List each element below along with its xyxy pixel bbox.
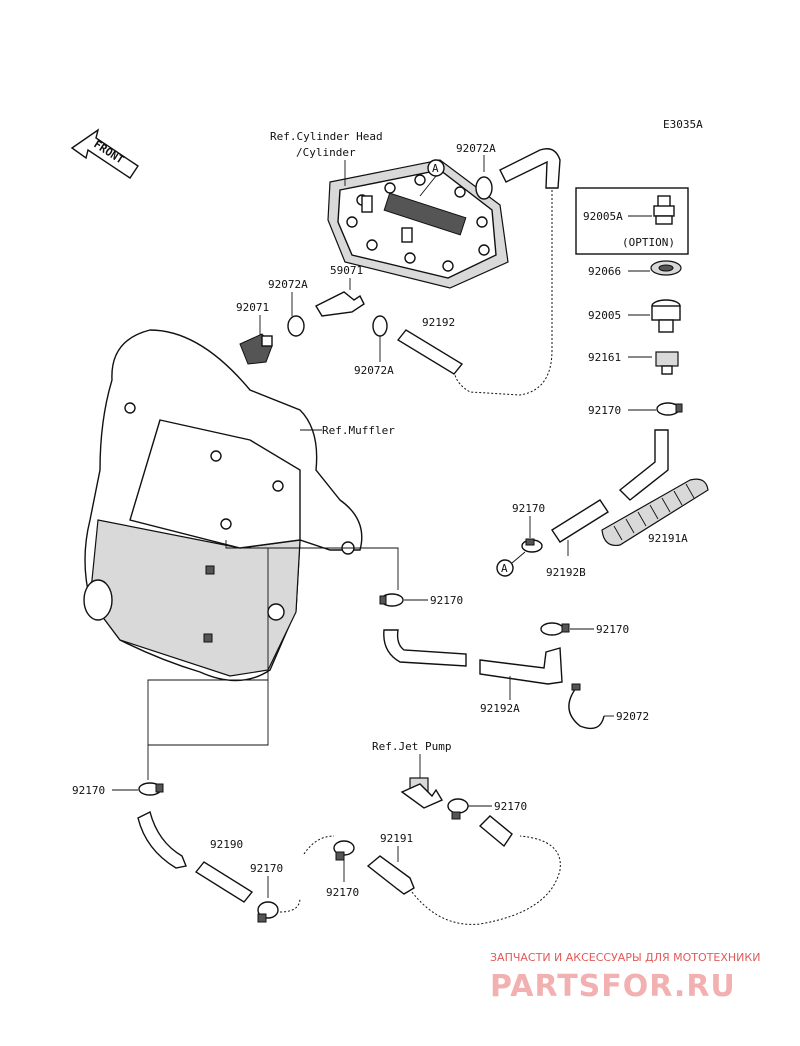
part-label-92072: 92072 xyxy=(616,710,649,723)
part-label-92071: 92071 xyxy=(236,301,269,314)
corrugated-hose-92191A xyxy=(601,478,709,547)
hose-left-elbow xyxy=(137,810,187,869)
hose-92192A-right xyxy=(479,647,563,685)
fitting-92005A xyxy=(653,195,675,225)
plug-92071 xyxy=(239,333,273,365)
watermark-tagline: ЗАПЧАСТИ И АКСЕССУАРЫ ДЛЯ МОТОТЕХНИКИ xyxy=(490,951,760,964)
part-label-92005: 92005 xyxy=(588,309,621,322)
diagram-code: E3035A xyxy=(663,118,703,131)
part-label-92170-mid: 92170 xyxy=(512,502,545,515)
ref-cylinder-head: Ref.Cylinder Head xyxy=(270,130,383,143)
jet-pump-fitting xyxy=(400,777,444,809)
part-label-92170-r2: 92170 xyxy=(596,623,629,636)
clamp-92072 xyxy=(568,687,605,730)
part-label-92072A-left: 92072A xyxy=(268,278,308,291)
part-label-92170-jet: 92170 xyxy=(494,800,527,813)
hose-92192A-left xyxy=(383,629,467,667)
muffler xyxy=(83,329,363,682)
hose-92191 xyxy=(366,855,415,895)
hose-92192B xyxy=(551,499,609,543)
part-label-92192A: 92192A xyxy=(480,702,520,715)
watermark-logo: PARTSFOR.RU xyxy=(490,969,736,1004)
ref-muffler: Ref.Muffler xyxy=(322,424,395,437)
part-label-92066: 92066 xyxy=(588,265,621,278)
fitting-92005 xyxy=(651,299,681,333)
clamp-92170-jet xyxy=(447,798,469,814)
part-label-92170-bottom: 92170 xyxy=(326,886,359,899)
option-label: (OPTION) xyxy=(622,236,675,249)
part-label-92170-left: 92170 xyxy=(72,784,105,797)
cylinder-head xyxy=(327,159,509,289)
ref-cylinder: /Cylinder xyxy=(296,146,356,159)
nozzle-92161 xyxy=(655,351,679,375)
clamp-92072A-left xyxy=(287,315,305,337)
hose-right-elbow xyxy=(618,429,669,501)
front-arrow-icon: FRONT xyxy=(70,128,139,179)
clamp-92170-r2 xyxy=(540,622,564,636)
hose-jet-short xyxy=(478,815,513,848)
part-label-92170-center: 92170 xyxy=(430,594,463,607)
part-label-92161: 92161 xyxy=(588,351,621,364)
elbow-hose-top xyxy=(499,148,561,189)
hose-92192 xyxy=(396,329,464,375)
part-label-92072A-mid: 92072A xyxy=(354,364,394,377)
fitting-59071 xyxy=(315,291,365,317)
callout-a-top: A xyxy=(419,159,445,197)
part-label-92192: 92192 xyxy=(422,316,455,329)
part-label-59071: 59071 xyxy=(330,264,363,277)
ref-jet-pump: Ref.Jet Pump xyxy=(372,740,451,753)
part-label-92170-r1: 92170 xyxy=(588,404,621,417)
part-label-92190: 92190 xyxy=(210,838,243,851)
part-label-92072A-top: 92072A xyxy=(456,142,496,155)
svg-text:A: A xyxy=(432,162,439,175)
callout-a-bottom: A xyxy=(496,551,526,577)
hose-92190 xyxy=(194,861,254,903)
part-label-92191: 92191 xyxy=(380,832,413,845)
part-label-92192B: 92192B xyxy=(546,566,586,579)
part-label-92191A: 92191A xyxy=(648,532,688,545)
part-label-92170-low: 92170 xyxy=(250,862,283,875)
part-label-92005A: 92005A xyxy=(583,210,623,223)
svg-text:A: A xyxy=(501,562,508,575)
clamp-92072A-mid xyxy=(372,315,388,337)
